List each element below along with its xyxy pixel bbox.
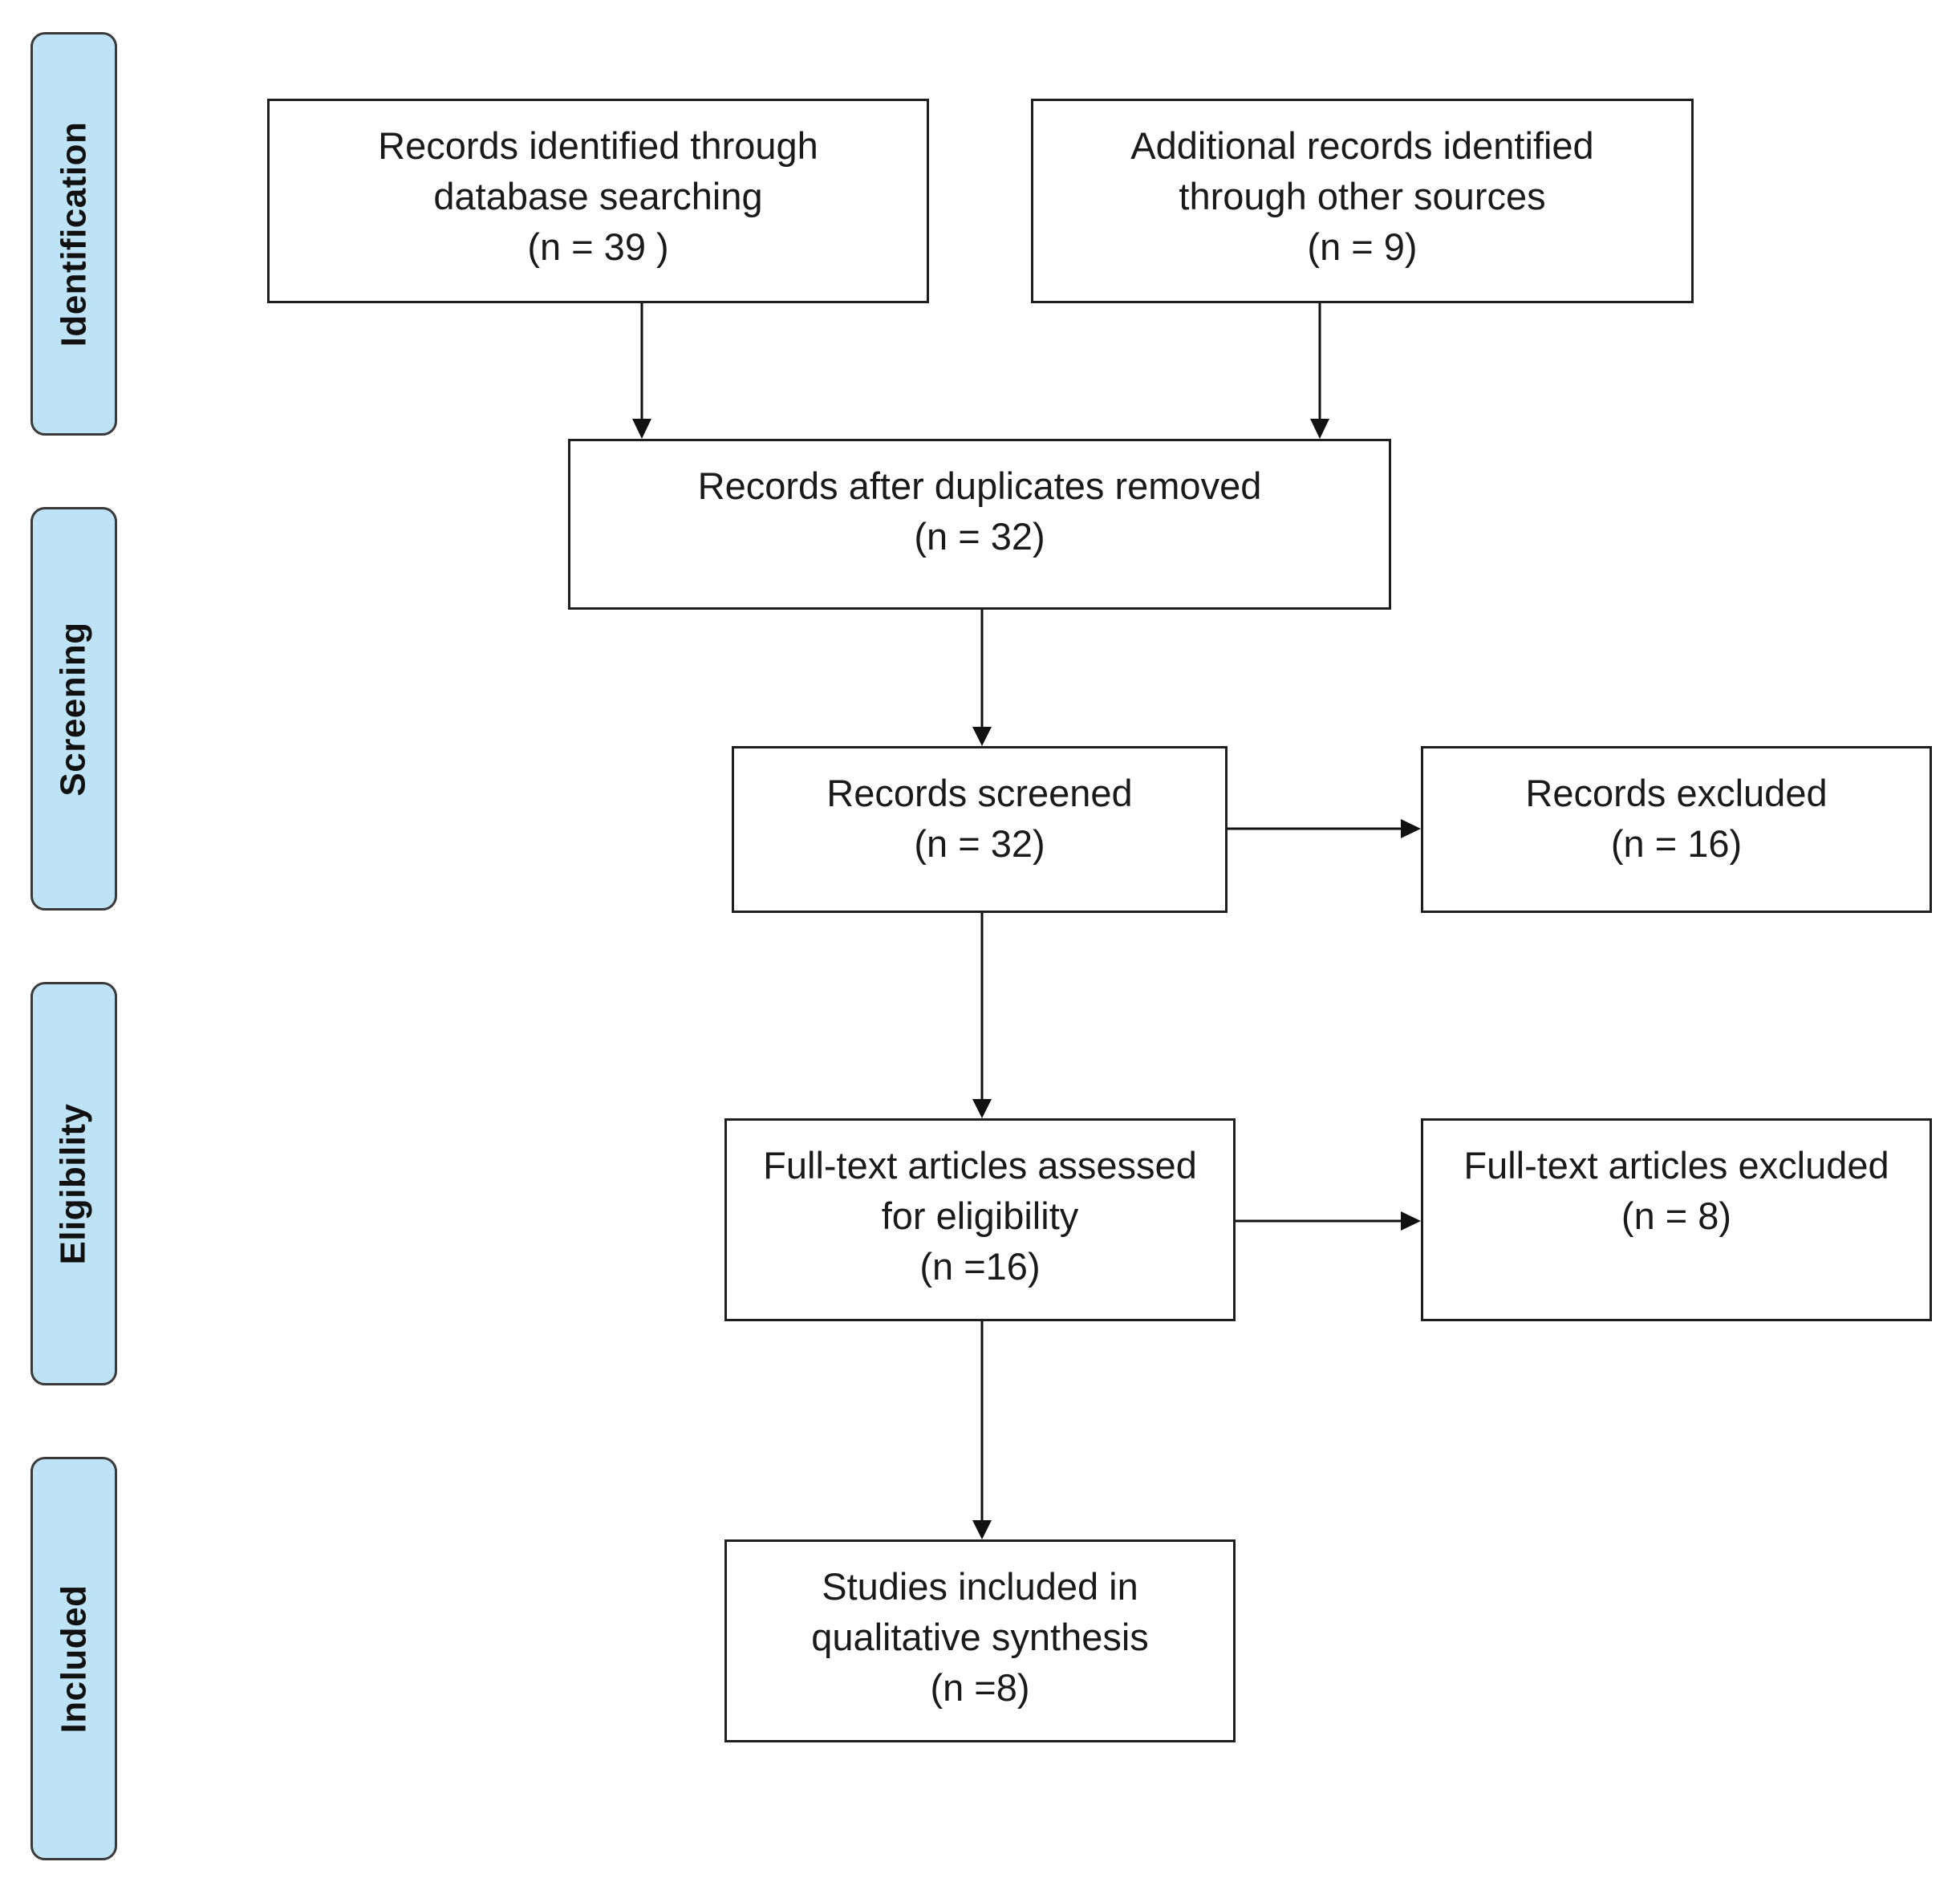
box-records-excluded: Records excluded (n = 16)	[1421, 746, 1932, 913]
phase-screening: Screening	[30, 507, 117, 911]
phase-identification: Identification	[30, 32, 117, 436]
box-fulltext-excluded-count: (n = 8)	[1621, 1195, 1732, 1237]
box-studies-included-line-1: Studies included in	[822, 1565, 1138, 1608]
box-other-sources-line-2: through other sources	[1179, 175, 1546, 217]
arrowhead-fulltext-excluded	[1401, 1211, 1421, 1231]
box-duplicates-removed: Records after duplicates removed (n = 32…	[568, 439, 1391, 610]
box-other-sources-records: Additional records identified through ot…	[1031, 99, 1694, 303]
box-other-sources-count: (n = 9)	[1307, 225, 1418, 268]
box-fulltext-excluded-line-1: Full-text articles excluded	[1463, 1144, 1889, 1186]
box-database-records-count: (n = 39 )	[527, 225, 669, 268]
box-records-screened-count: (n = 32)	[914, 822, 1045, 865]
arrowhead-screened	[972, 1099, 992, 1118]
box-studies-included-count: (n =8)	[930, 1666, 1030, 1709]
box-fulltext-assessed: Full-text articles assessed for eligibil…	[724, 1118, 1236, 1321]
box-duplicates-removed-line-1: Records after duplicates removed	[697, 464, 1262, 507]
box-records-excluded-count: (n = 16)	[1610, 822, 1743, 865]
box-duplicates-removed-count: (n = 32)	[914, 515, 1045, 558]
phase-included: Included	[30, 1457, 117, 1860]
box-fulltext-assessed-line-1: Full-text articles assessed	[763, 1144, 1197, 1186]
arrowhead-database	[632, 419, 651, 439]
phase-eligibility: Eligibility	[30, 982, 117, 1385]
box-database-records-line-1: Records identified through	[378, 124, 818, 167]
box-database-records: Records identified through database sear…	[267, 99, 929, 303]
box-fulltext-excluded: Full-text articles excluded (n = 8)	[1421, 1118, 1932, 1321]
box-records-screened: Records screened (n = 32)	[732, 746, 1228, 913]
box-studies-included-line-2: qualitative synthesis	[811, 1616, 1149, 1658]
box-fulltext-assessed-line-2: for eligibility	[881, 1195, 1079, 1237]
box-records-screened-line-1: Records screened	[826, 772, 1133, 814]
arrowhead-duplicates	[972, 727, 992, 746]
arrowhead-excluded	[1401, 819, 1421, 838]
arrowhead-included	[972, 1520, 992, 1539]
box-fulltext-assessed-count: (n =16)	[919, 1245, 1041, 1288]
box-other-sources-line-1: Additional records identified	[1130, 124, 1594, 167]
box-records-excluded-line-1: Records excluded	[1525, 772, 1828, 814]
arrowhead-other	[1310, 419, 1329, 439]
box-studies-included: Studies included in qualitative synthesi…	[724, 1539, 1236, 1742]
box-database-records-line-2: database searching	[433, 175, 763, 217]
